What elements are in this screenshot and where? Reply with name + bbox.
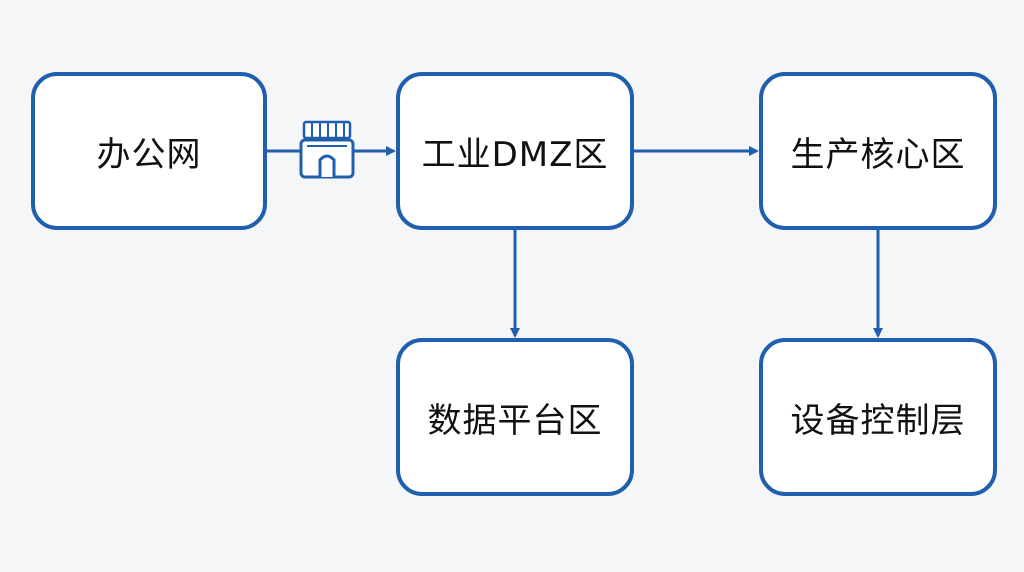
- node-data-platform: 数据平台区: [396, 338, 634, 496]
- node-office-network-label: 办公网: [96, 134, 202, 175]
- node-device-control-label: 设备控制层: [790, 400, 966, 441]
- node-office-network: 办公网: [31, 72, 267, 230]
- node-industrial-dmz: 工业DMZ区: [396, 72, 634, 230]
- node-device-control: 设备控制层: [759, 338, 997, 496]
- node-industrial-dmz-label: 工业DMZ区: [421, 134, 609, 175]
- node-production-core-label: 生产核心区: [790, 134, 966, 175]
- firewall-icon: [299, 120, 355, 179]
- node-production-core: 生产核心区: [759, 72, 997, 230]
- node-data-platform-label: 数据平台区: [427, 400, 603, 441]
